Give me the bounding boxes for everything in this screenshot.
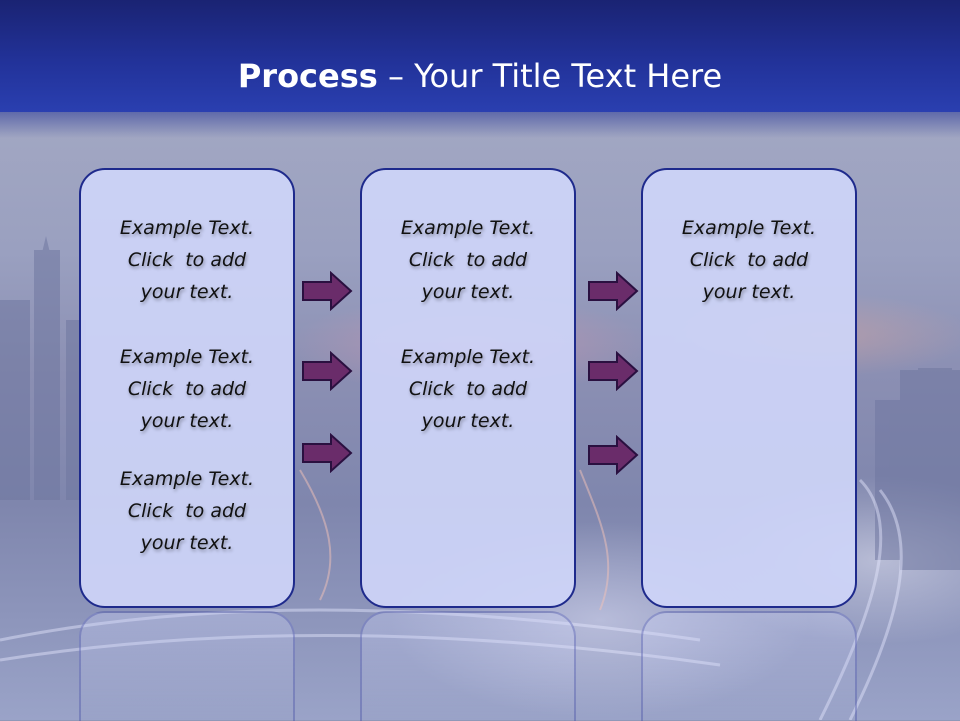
box-reflection: [360, 611, 576, 721]
slide-title[interactable]: Process – Your Title Text Here: [0, 56, 960, 96]
right-arrow-icon[interactable]: [587, 435, 639, 475]
text-line: your text.: [702, 281, 796, 303]
text-placeholder[interactable]: Example Text. Click to add your text.: [362, 341, 574, 437]
text-line: your text.: [421, 410, 515, 432]
text-placeholder[interactable]: Example Text. Click to add your text.: [643, 212, 855, 308]
right-arrow-icon[interactable]: [301, 433, 353, 473]
box-reflection: [79, 611, 295, 721]
text-line: Example Text.: [119, 468, 255, 490]
text-line: Example Text.: [681, 217, 817, 239]
text-line: your text.: [140, 281, 234, 303]
process-box-1[interactable]: Example Text. Click to add your text. Ex…: [79, 168, 295, 608]
title-text: – Your Title Text Here: [377, 57, 723, 95]
text-placeholder[interactable]: Example Text. Click to add your text.: [81, 463, 293, 559]
text-line: Example Text.: [400, 217, 536, 239]
text-line: your text.: [421, 281, 515, 303]
right-arrow-icon[interactable]: [301, 351, 353, 391]
title-keyword: Process: [237, 57, 378, 95]
right-arrow-icon[interactable]: [301, 271, 353, 311]
process-box-3[interactable]: Example Text. Click to add your text.: [641, 168, 857, 608]
text-line: Example Text.: [119, 217, 255, 239]
text-placeholder[interactable]: Example Text. Click to add your text.: [362, 212, 574, 308]
box-reflection: [641, 611, 857, 721]
text-placeholder[interactable]: Example Text. Click to add your text.: [81, 341, 293, 437]
text-line: Click to add: [408, 249, 528, 271]
process-box-2[interactable]: Example Text. Click to add your text. Ex…: [360, 168, 576, 608]
text-line: Click to add: [127, 249, 247, 271]
text-line: Example Text.: [400, 346, 536, 368]
right-arrow-icon[interactable]: [587, 351, 639, 391]
text-line: Example Text.: [119, 346, 255, 368]
text-line: your text.: [140, 532, 234, 554]
text-line: your text.: [140, 410, 234, 432]
text-line: Click to add: [127, 378, 247, 400]
text-line: Click to add: [127, 500, 247, 522]
title-bar: [0, 0, 960, 112]
title-bar-fade: [0, 112, 960, 138]
text-line: Click to add: [408, 378, 528, 400]
text-placeholder[interactable]: Example Text. Click to add your text.: [81, 212, 293, 308]
right-arrow-icon[interactable]: [587, 271, 639, 311]
text-line: Click to add: [689, 249, 809, 271]
